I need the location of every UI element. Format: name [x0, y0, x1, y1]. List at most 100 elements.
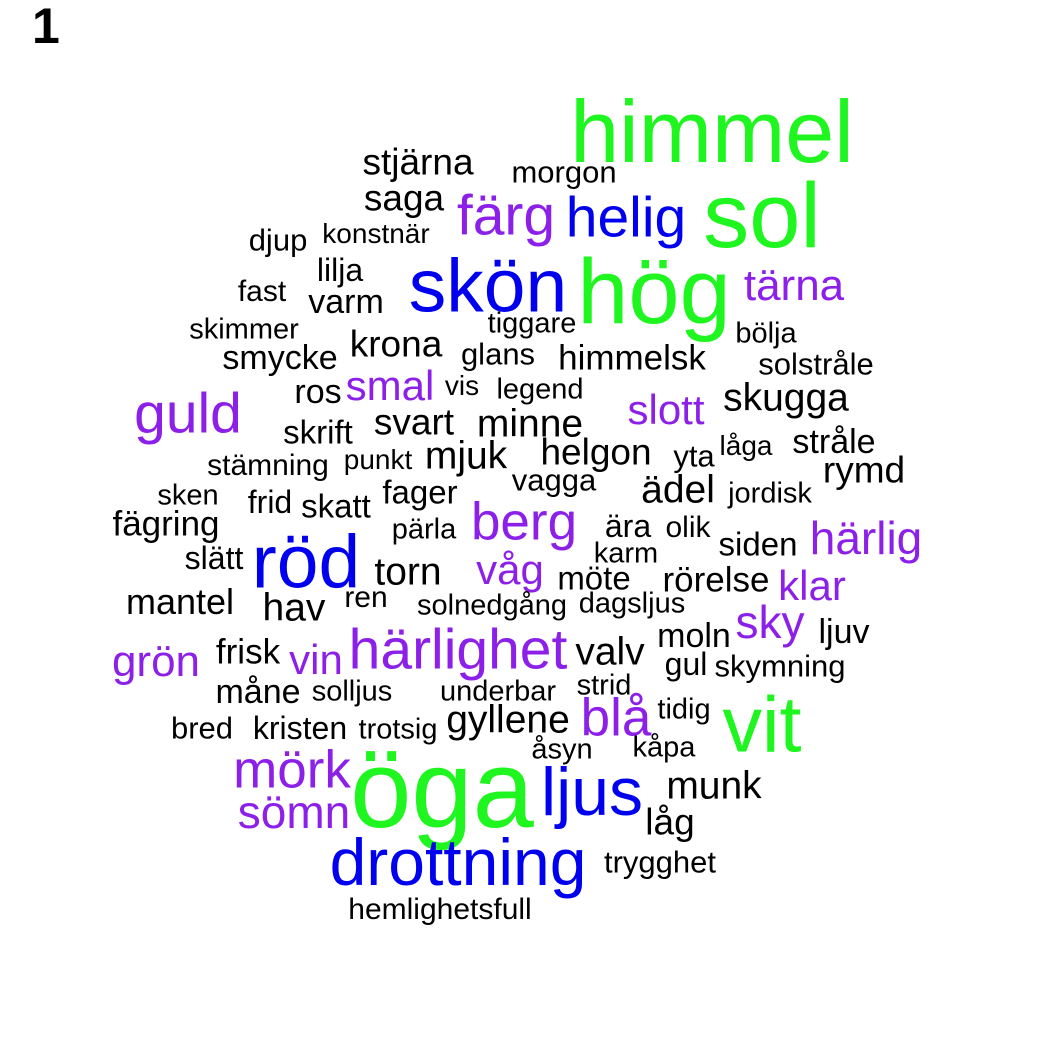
word-cloud-word: åsyn: [531, 733, 593, 766]
word-cloud-word: smal: [345, 362, 435, 409]
word-cloud-word: glans: [460, 336, 536, 372]
word-cloud-word: gul: [664, 646, 708, 682]
word-cloud-word: grön: [111, 637, 201, 686]
word-cloud-word: hav: [262, 586, 326, 630]
word-cloud-word: skatt: [301, 487, 371, 525]
word-cloud-word: lilja: [316, 252, 364, 288]
word-cloud-word: pärla: [391, 513, 457, 546]
word-cloud-word: vagga: [511, 462, 597, 498]
word-cloud-word: munk: [666, 764, 762, 808]
word-cloud-word: vis: [444, 370, 480, 401]
word-cloud-word: stråle: [792, 423, 876, 461]
word-cloud-word: kristen: [252, 710, 348, 746]
word-cloud-word: bred: [170, 710, 234, 746]
word-cloud-word: rörelse: [662, 560, 770, 600]
word-cloud-word: solljus: [311, 675, 393, 708]
word-cloud-word: stjärna: [362, 141, 474, 183]
word-cloud-word: strid: [576, 669, 632, 702]
word-cloud-word: helgon: [540, 431, 652, 473]
word-cloud-word: saga: [363, 177, 445, 219]
word-cloud-word: punkt: [343, 444, 413, 475]
word-cloud-word: himmel: [570, 82, 854, 181]
word-cloud-word: skugga: [723, 376, 849, 420]
word-cloud-word: mantel: [125, 581, 235, 622]
word-cloud-word: krona: [349, 323, 443, 365]
word-cloud-word: stämning: [207, 449, 329, 482]
panel-label: 1: [32, 0, 60, 54]
word-cloud-word: legend: [496, 373, 584, 406]
word-cloud-word: trotsig: [358, 713, 438, 746]
word-cloud-word: olik: [665, 511, 711, 544]
word-cloud-word: sol: [703, 165, 821, 267]
word-cloud-word: jordisk: [728, 477, 812, 510]
word-cloud-word: våg: [476, 546, 544, 593]
word-cloud-word: underbar: [439, 675, 557, 708]
word-cloud-word: minne: [476, 402, 584, 446]
word-cloud-word: härlig: [809, 512, 923, 564]
word-cloud-word: svart: [373, 401, 455, 443]
word-cloud-word: konstnär: [322, 218, 430, 249]
word-cloud-word: tidig: [657, 693, 711, 726]
word-cloud-word: öga: [350, 728, 534, 851]
word-cloud-word: sömn: [237, 786, 351, 838]
word-cloud-word: dagsljus: [578, 587, 686, 620]
word-cloud-word: hemlighetsfull: [348, 893, 532, 926]
word-cloud-word: helig: [565, 185, 687, 250]
word-cloud-word: mjuk: [424, 434, 508, 478]
word-cloud-word: gyllene: [446, 698, 570, 742]
word-cloud-word: tärna: [743, 261, 845, 310]
word-cloud-word: siden: [718, 525, 798, 563]
word-cloud-word: blå: [580, 688, 652, 748]
word-cloud-word: berg: [470, 492, 578, 552]
word-cloud-word: karm: [593, 537, 659, 570]
word-cloud-word: röd: [251, 519, 361, 604]
word-cloud-word: ros: [294, 373, 342, 411]
word-cloud-word: vin: [289, 636, 343, 683]
word-cloud-word: yta: [673, 438, 715, 474]
word-cloud-word: ädel: [641, 468, 715, 512]
word-cloud-word: drottning: [329, 825, 587, 899]
word-cloud-word: valv: [575, 630, 645, 674]
word-cloud-word: sky: [735, 596, 805, 648]
word-cloud-word: guld: [134, 381, 242, 446]
word-cloud-word: solnedgång: [417, 589, 567, 622]
word-cloud-word: skymning: [714, 648, 846, 684]
word-cloud-word: fager: [382, 473, 458, 511]
word-cloud-word: låg: [645, 801, 695, 843]
word-cloud-word: frisk: [215, 632, 281, 672]
word-cloud-word: himmelsk: [558, 338, 706, 378]
word-cloud-word: låga: [719, 430, 773, 461]
word-cloud-word: vit: [722, 679, 802, 769]
word-cloud-word: frid: [247, 484, 293, 520]
word-cloud-word: härlighet: [348, 617, 568, 682]
word-cloud-word: kåpa: [632, 731, 696, 764]
word-cloud-word: mörk: [233, 740, 351, 800]
word-cloud-word: måne: [215, 673, 301, 711]
word-cloud-word: färg: [456, 183, 556, 248]
word-cloud-word: moln: [657, 617, 731, 655]
word-cloud-word: ära: [604, 508, 652, 544]
word-cloud-word: fast: [237, 275, 287, 308]
word-cloud-word: slätt: [184, 540, 244, 576]
word-cloud-word: klar: [778, 562, 846, 609]
word-cloud-word: solstråle: [758, 346, 874, 382]
word-cloud-word: fägring: [112, 504, 220, 544]
word-cloud-word: sken: [157, 479, 219, 512]
word-cloud-word: hög: [577, 241, 731, 343]
word-cloud-word: slott: [627, 386, 705, 433]
word-cloud-word: djup: [248, 222, 308, 258]
word-cloud-word: trygghet: [603, 844, 717, 880]
word-cloud-word: varm: [308, 283, 384, 321]
word-cloud-word: tiggare: [487, 307, 577, 340]
word-cloud-word: ljuv: [818, 613, 870, 651]
word-cloud-word: ren: [344, 581, 388, 614]
word-cloud-word: morgon: [511, 154, 617, 190]
word-cloud-word: skrift: [283, 413, 353, 451]
word-cloud-word: smycke: [222, 339, 338, 377]
word-cloud-word: skön: [408, 243, 568, 328]
word-cloud-word: möte: [557, 559, 631, 597]
word-cloud-word: torn: [374, 550, 442, 594]
word-cloud-word: ljus: [540, 754, 644, 830]
word-cloud-word: bölja: [735, 317, 797, 350]
